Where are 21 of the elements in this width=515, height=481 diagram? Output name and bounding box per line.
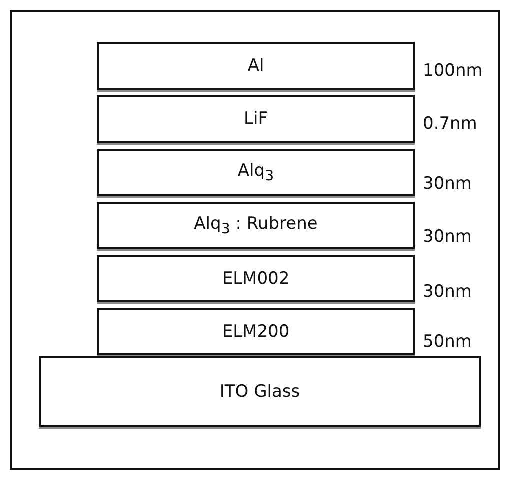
layer-label: Al <box>248 56 264 76</box>
thickness-label: 30nm <box>423 174 472 194</box>
layer-label: ELM200 <box>222 322 290 342</box>
layer-box <box>97 95 415 143</box>
layer-box <box>97 149 415 196</box>
thickness-label: 0.7nm <box>423 114 478 134</box>
thickness-label: 100nm <box>423 61 483 81</box>
layer-box <box>97 202 415 249</box>
layer-label: LiF <box>244 109 268 129</box>
frame-box <box>10 10 500 470</box>
thickness-label: 30nm <box>423 282 472 302</box>
layer-label: ITO Glass <box>220 382 300 402</box>
layer-box <box>97 42 415 90</box>
layer-box <box>39 356 481 427</box>
layer-label: ELM002 <box>222 268 290 288</box>
layer-label: Alq$_{3}$ : Rubrene <box>194 214 318 238</box>
layer-box <box>97 255 415 302</box>
thickness-label: 50nm <box>423 332 472 352</box>
thickness-label: 30nm <box>423 227 472 247</box>
layer-box <box>97 308 415 355</box>
layer-label: Alq$_{3}$ <box>238 160 274 184</box>
